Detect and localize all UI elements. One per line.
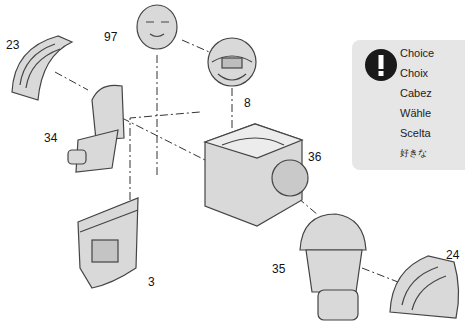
notice-box: ChoiceChoixCabezWähleScelta 好きな [352,40,465,170]
notice-text: Cabez [400,86,465,100]
callout-number: 35 [272,262,285,276]
callout-number: 24 [446,248,459,262]
notice-text: Scelta [400,126,465,140]
callout-number: 97 [104,30,117,44]
callout-number: 8 [244,96,251,110]
notice-text: 好きな [400,146,465,160]
warning-icon [364,48,398,82]
callout-number: 3 [148,275,155,289]
notice-text: Choice [400,46,465,60]
callout-number: 36 [308,150,321,164]
callout-number: 23 [6,38,19,52]
notice-text: Wähle [400,106,465,120]
notice-text: Choix [400,66,465,80]
callout-number: 34 [44,131,57,145]
